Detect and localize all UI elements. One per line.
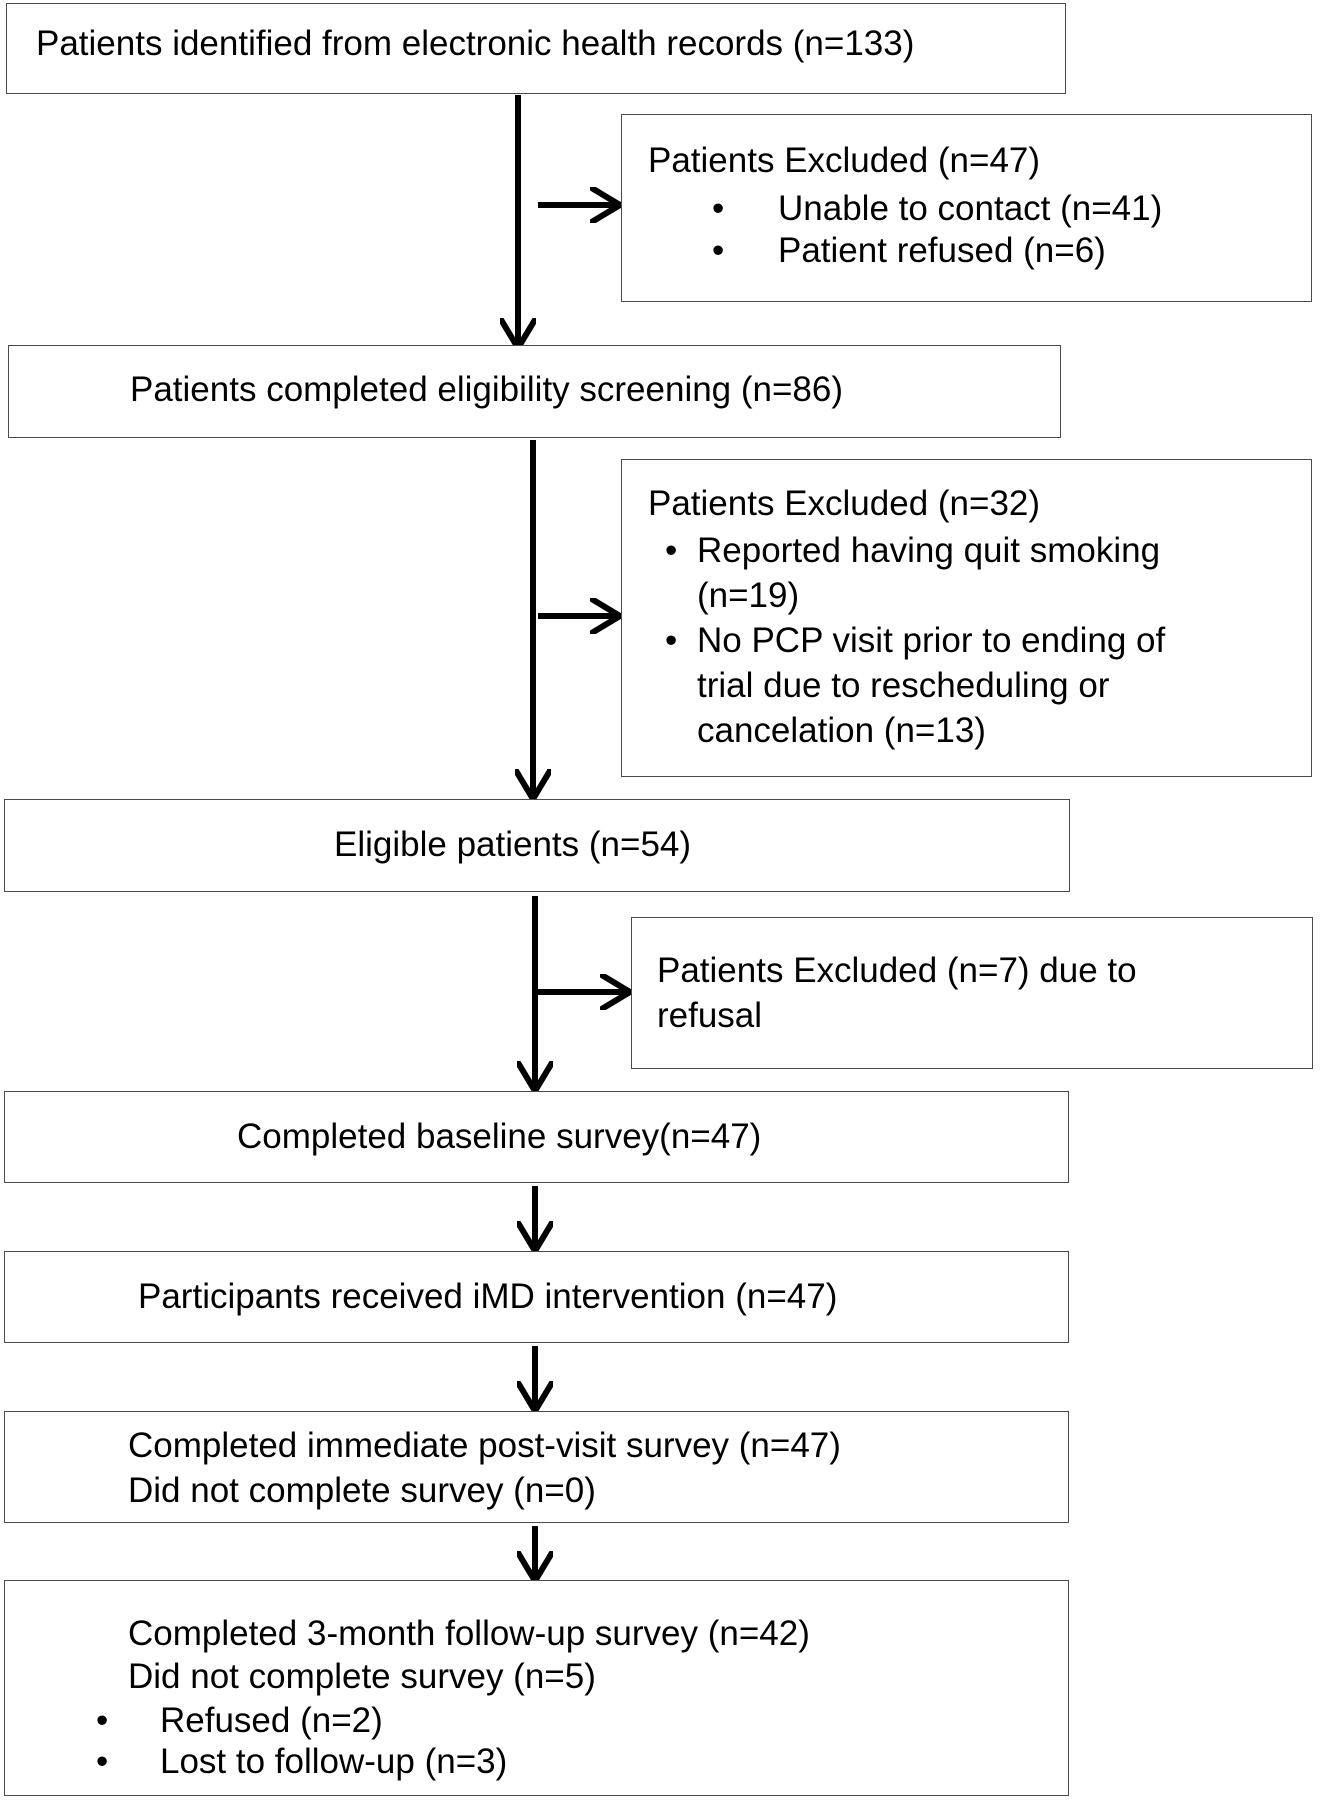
excluded1-bullet: • [712, 189, 725, 228]
baseline-text: Completed baseline survey(n=47) [237, 1117, 762, 1156]
postvisit-box [4, 1411, 1069, 1523]
baseline-box [4, 1091, 1069, 1183]
postvisit-line-2: Did not complete survey (n=0) [128, 1471, 596, 1510]
excluded2-title: Patients Excluded (n=32) [648, 484, 1041, 523]
eligible-box [4, 799, 1070, 892]
screened-box [8, 345, 1061, 438]
followup-bullet: • [96, 1701, 109, 1740]
screened-text: Patients completed eligibility screening… [130, 370, 844, 409]
excluded2-item-1-line-1: Reported having quit smoking [697, 531, 1161, 570]
excluded1-bullet: • [712, 231, 725, 270]
followup-item-1: Refused (n=2) [160, 1701, 383, 1740]
postvisit-line-1: Completed immediate post-visit survey (n… [128, 1426, 841, 1465]
excluded1-item-2: Patient refused (n=6) [778, 231, 1106, 270]
excluded1-title: Patients Excluded (n=47) [648, 141, 1041, 180]
followup-line-1: Completed 3-month follow-up survey (n=42… [128, 1614, 810, 1653]
excluded2-item-1-line-2: (n=19) [697, 576, 800, 615]
identified-box [6, 3, 1066, 94]
followup-bullet: • [96, 1742, 109, 1781]
followup-box [4, 1580, 1069, 1796]
excluded3-line-2: refusal [657, 996, 763, 1035]
excluded1-item-1: Unable to contact (n=41) [778, 189, 1163, 228]
excluded3-box [631, 917, 1313, 1069]
excluded2-item-2-line-3: cancelation (n=13) [697, 711, 986, 750]
excluded3-line-1: Patients Excluded (n=7) due to [657, 951, 1137, 990]
excluded2-bullet: • [665, 621, 678, 660]
followup-line-2: Did not complete survey (n=5) [128, 1657, 596, 1696]
followup-item-2: Lost to follow-up (n=3) [160, 1742, 508, 1781]
excluded2-box [621, 459, 1312, 777]
excluded2-item-2-line-2: trial due to rescheduling or [697, 666, 1110, 705]
intervention-box [4, 1251, 1069, 1343]
eligible-text: Eligible patients (n=54) [334, 825, 692, 864]
intervention-text: Participants received iMD intervention (… [138, 1277, 838, 1316]
excluded2-item-2-line-1: No PCP visit prior to ending of [697, 621, 1166, 660]
excluded2-bullet: • [665, 531, 678, 570]
excluded1-box [621, 114, 1312, 302]
identified-text: Patients identified from electronic heal… [36, 24, 915, 63]
